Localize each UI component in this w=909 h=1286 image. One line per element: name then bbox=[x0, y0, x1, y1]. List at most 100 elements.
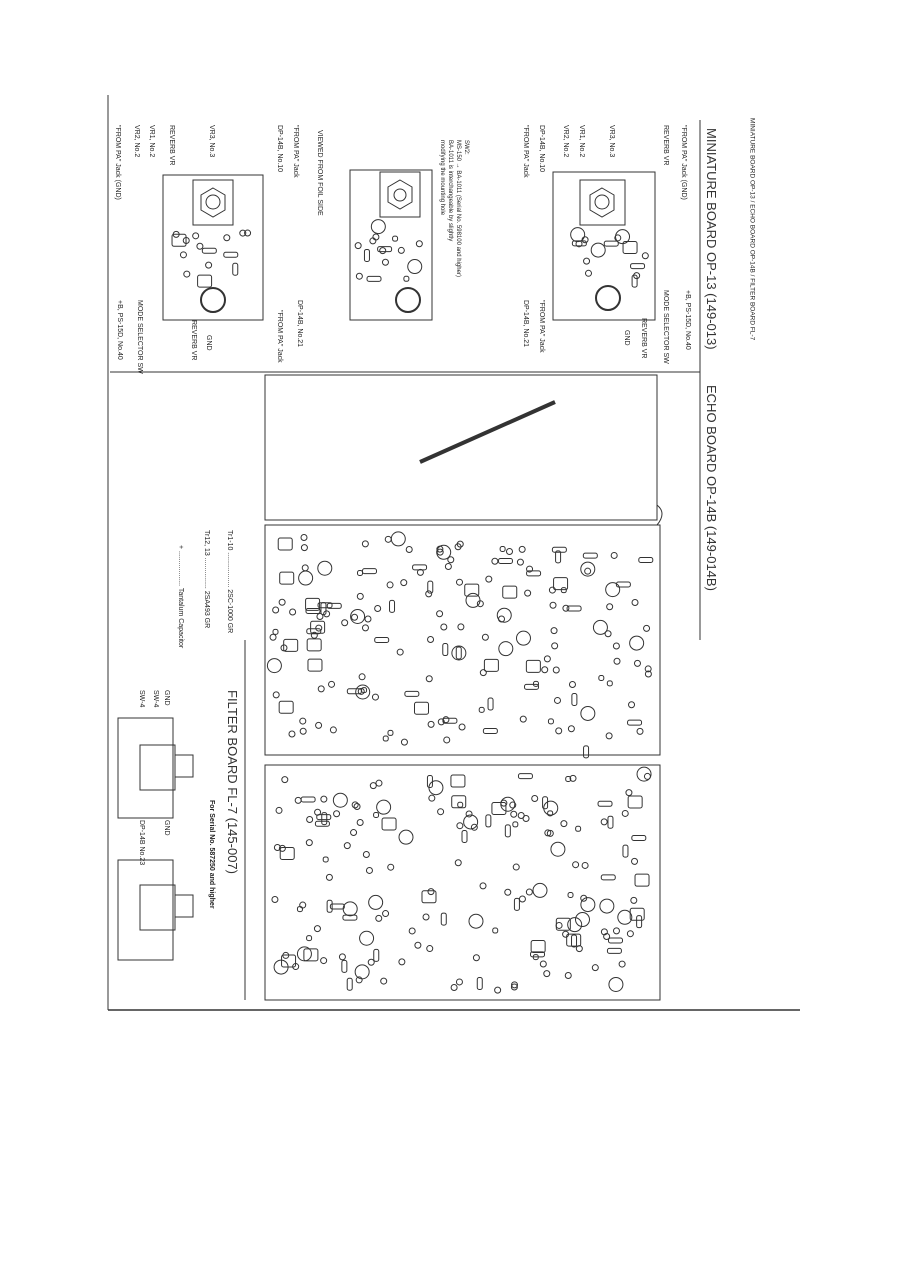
component-pad bbox=[498, 641, 514, 657]
component-pad bbox=[342, 901, 358, 917]
component-pad bbox=[636, 727, 644, 735]
component-pad bbox=[550, 627, 558, 635]
resistor-mark bbox=[512, 821, 519, 828]
resistor-mark bbox=[374, 637, 390, 644]
component-pad bbox=[387, 863, 395, 871]
resistor-mark bbox=[403, 275, 410, 282]
resistor-mark bbox=[300, 796, 316, 803]
resistor-mark bbox=[412, 564, 428, 571]
component-pad bbox=[498, 615, 506, 623]
component-pad bbox=[644, 670, 652, 678]
component-pad bbox=[581, 861, 589, 869]
component-pad bbox=[440, 623, 448, 631]
resistor-mark bbox=[491, 802, 507, 816]
component-pad bbox=[400, 738, 408, 746]
resistor-mark bbox=[555, 917, 571, 931]
component-pad bbox=[447, 556, 455, 564]
component-pad bbox=[612, 927, 620, 935]
component-pad bbox=[614, 234, 622, 242]
component-pad bbox=[405, 546, 413, 554]
component-pad bbox=[365, 866, 373, 874]
component-pad bbox=[338, 953, 346, 961]
component-pad bbox=[351, 801, 359, 809]
component-pad bbox=[605, 582, 621, 598]
component-pad bbox=[618, 960, 626, 968]
component-pad bbox=[266, 658, 282, 674]
component-pad bbox=[463, 814, 479, 830]
component-pad bbox=[356, 818, 364, 826]
resistor-mark bbox=[607, 937, 623, 944]
component-pad bbox=[288, 730, 296, 738]
sw2-note-0: SW2: bbox=[463, 140, 469, 155]
resistor-mark bbox=[357, 570, 364, 577]
component-pad bbox=[543, 800, 559, 816]
resistor-mark bbox=[582, 552, 598, 559]
legend-tr12-13: Tr12, 13 ................ 2SA493 GR bbox=[203, 530, 210, 629]
component-pad bbox=[465, 810, 473, 818]
resistor-mark bbox=[487, 697, 494, 711]
component-pad bbox=[512, 863, 520, 871]
callout-label: SW-4 bbox=[138, 690, 145, 708]
resistor-mark bbox=[426, 775, 433, 789]
resistor-mark bbox=[326, 899, 333, 913]
resistor-mark bbox=[631, 835, 647, 842]
component-pad bbox=[569, 774, 577, 782]
component-pad bbox=[398, 958, 406, 966]
resistor-mark bbox=[232, 262, 239, 276]
component-pad bbox=[608, 976, 624, 992]
filter-board-subtitle: For Serial No. 587250 and higher bbox=[208, 800, 215, 909]
component-pad bbox=[376, 799, 392, 815]
resistor-mark bbox=[305, 597, 321, 611]
resistor-mark bbox=[600, 874, 616, 881]
component-pad bbox=[580, 897, 596, 913]
resistor-mark bbox=[373, 948, 380, 962]
component-pad bbox=[525, 888, 533, 896]
component-pad bbox=[426, 945, 434, 953]
resistor-mark bbox=[427, 580, 434, 594]
component-pad bbox=[239, 229, 247, 237]
component-pad bbox=[564, 972, 572, 980]
resistor-mark bbox=[575, 825, 582, 832]
component-pad bbox=[374, 604, 382, 612]
component-pad bbox=[633, 659, 641, 667]
resistor-mark bbox=[566, 605, 582, 612]
component-pad bbox=[548, 586, 556, 594]
component-pad bbox=[628, 701, 636, 709]
callout-label: MODE SELECTOR SW bbox=[136, 300, 143, 374]
component-pad bbox=[456, 578, 464, 586]
component-pad bbox=[281, 776, 289, 784]
component-pad bbox=[362, 850, 370, 858]
resistor-mark bbox=[171, 233, 187, 247]
resistor-mark bbox=[322, 856, 329, 863]
component-pad bbox=[590, 242, 606, 258]
component-pad bbox=[422, 913, 430, 921]
callout-label: DP-14B No.23 bbox=[138, 820, 145, 866]
component-pad bbox=[400, 579, 408, 587]
component-pad bbox=[621, 809, 629, 817]
callout-label: "FROM PA" Jack (GND) bbox=[680, 125, 687, 200]
wire-photo-box bbox=[264, 374, 658, 521]
component-pad bbox=[568, 680, 576, 688]
component-pad bbox=[408, 927, 416, 935]
component-pad bbox=[278, 844, 286, 852]
component-pad bbox=[350, 608, 366, 624]
component-pad bbox=[567, 725, 575, 733]
component-pad bbox=[425, 675, 433, 683]
component-pad bbox=[398, 829, 414, 845]
callout-label: "FROM PA" Jack bbox=[522, 125, 529, 178]
resistor-mark bbox=[499, 545, 506, 552]
resistor-mark bbox=[442, 717, 458, 724]
resistor-mark bbox=[482, 728, 498, 735]
resistor-mark bbox=[638, 557, 654, 564]
component-pad bbox=[541, 666, 549, 674]
component-pad bbox=[407, 259, 423, 275]
resistor-mark bbox=[485, 814, 492, 828]
resistor-mark bbox=[278, 700, 294, 714]
resistor-mark bbox=[530, 951, 546, 958]
component-pad bbox=[580, 561, 596, 577]
component-pad bbox=[494, 986, 502, 994]
component-pad bbox=[451, 645, 467, 661]
resistor-mark bbox=[457, 801, 464, 808]
resistor-mark bbox=[567, 892, 574, 899]
